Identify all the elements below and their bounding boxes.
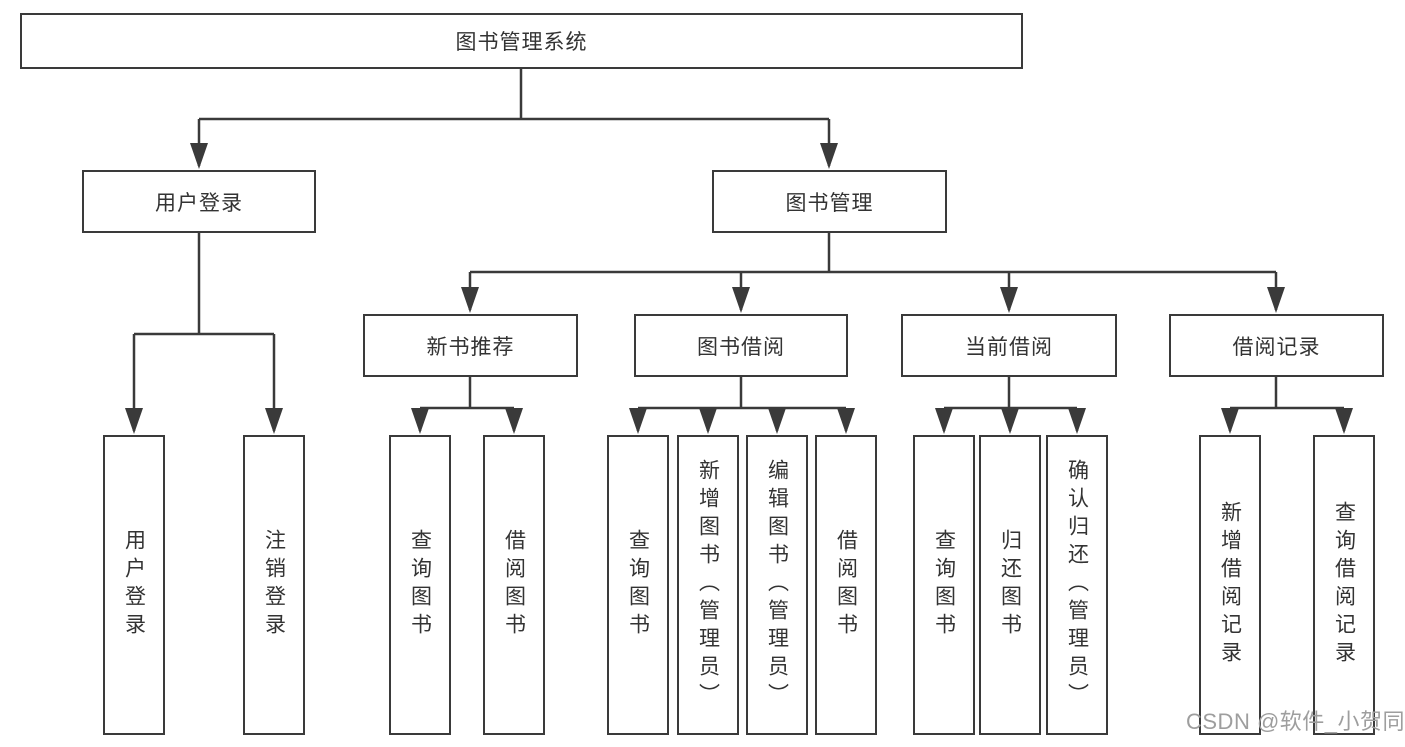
leaf-user-login: 用户登录 [103, 435, 165, 735]
leaf-borrow-books-borrow: 借阅图书 [815, 435, 877, 735]
node-current-borrow: 当前借阅 [901, 314, 1117, 377]
leaf-query-books-current: 查询图书 [913, 435, 975, 735]
node-book-management: 图书管理 [712, 170, 947, 233]
leaf-return-book: 归还图书 [979, 435, 1041, 735]
leaf-borrow-books-recommend: 借阅图书 [483, 435, 545, 735]
leaf-query-borrow-record: 查询借阅记录 [1313, 435, 1375, 735]
node-new-book-recommend: 新书推荐 [363, 314, 578, 377]
leaf-query-books-borrow: 查询图书 [607, 435, 669, 735]
leaf-logout: 注销登录 [243, 435, 305, 735]
node-root-system: 图书管理系统 [20, 13, 1023, 69]
leaf-add-book-admin: 新增图书（管理员） [677, 435, 739, 735]
leaf-edit-book-admin: 编辑图书（管理员） [746, 435, 808, 735]
node-book-borrow: 图书借阅 [634, 314, 848, 377]
leaf-add-borrow-record: 新增借阅记录 [1199, 435, 1261, 735]
node-user-login: 用户登录 [82, 170, 316, 233]
node-borrow-records: 借阅记录 [1169, 314, 1384, 377]
watermark-text: CSDN @软件_小贺同学 [1186, 709, 1405, 734]
leaf-confirm-return-admin: 确认归还（管理员） [1046, 435, 1108, 735]
leaf-query-books-recommend: 查询图书 [389, 435, 451, 735]
